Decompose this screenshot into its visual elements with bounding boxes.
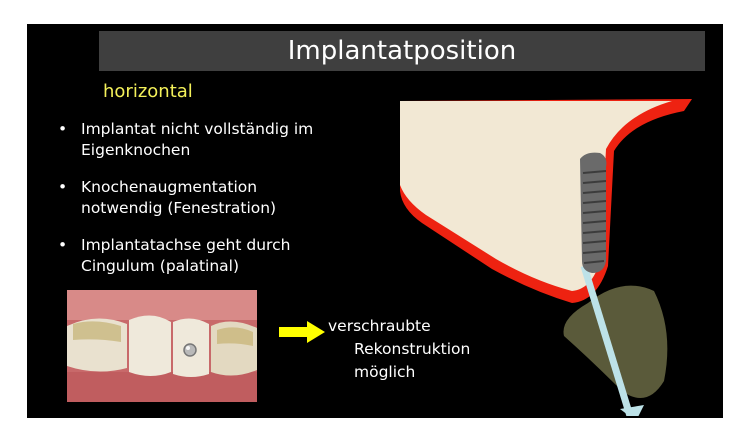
bullet-dot-icon: • xyxy=(58,120,68,138)
slide-title: Implantatposition xyxy=(99,31,705,71)
bullet-line: Cingulum (palatinal) xyxy=(81,257,240,275)
implant-screw-icon xyxy=(580,152,607,273)
bullet-line: Implantatachse geht durch xyxy=(81,236,291,254)
slide: Implantatposition horizontal • Implantat … xyxy=(27,24,723,418)
bullet-item: • Implantat nicht vollständig im Eigenknoc… xyxy=(55,119,385,161)
bullet-item: • Knochenaugmentation notwendig (Fenestrat… xyxy=(55,177,385,219)
bullet-list: • Implantat nicht vollständig im Eigenknoc… xyxy=(55,119,385,293)
arrow-right-icon xyxy=(279,321,325,343)
bullet-dot-icon: • xyxy=(58,178,68,196)
clinical-teeth-photo xyxy=(67,290,257,402)
note-line-1: verschraubte xyxy=(328,317,431,335)
note-line-2: Rekonstruktion xyxy=(354,340,471,358)
bullet-line: notwendig (Fenestration) xyxy=(81,199,277,217)
slide-subtitle: horizontal xyxy=(103,81,193,102)
bullet-dot-icon: • xyxy=(58,236,68,254)
bullet-line: Eigenknochen xyxy=(81,141,191,159)
note-line-3: möglich xyxy=(354,363,416,381)
bullet-line: Implantat nicht vollständig im xyxy=(81,120,314,138)
bullet-line: Knochenaugmentation xyxy=(81,178,258,196)
implant-diagram xyxy=(400,99,692,416)
